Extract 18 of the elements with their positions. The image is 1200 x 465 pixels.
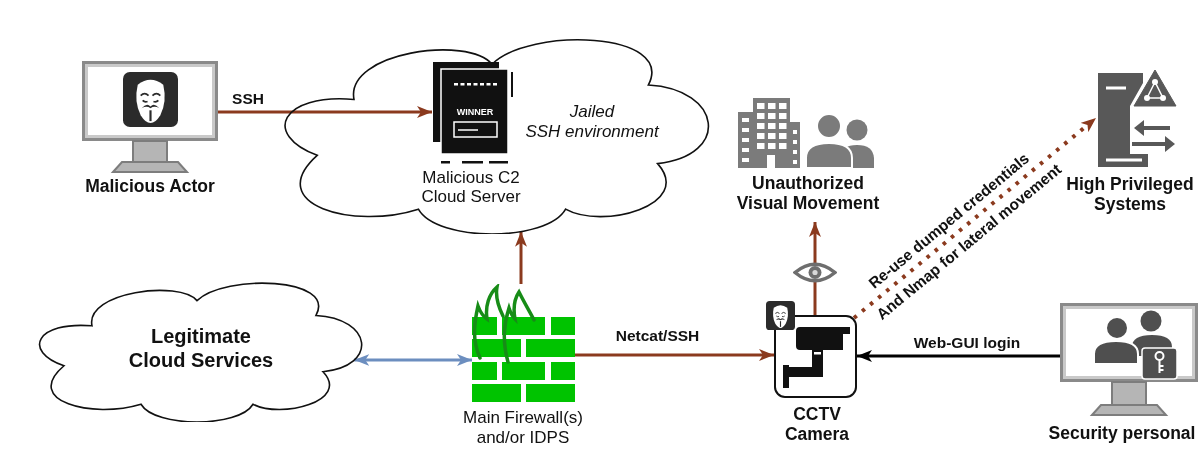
edge-label: Web-GUI login (911, 334, 1023, 352)
node-caption: Malicious Actor (85, 176, 215, 196)
arrow (515, 231, 527, 284)
node-caption: Main Firewall(s) and/or IDPS (463, 408, 583, 448)
arrow (809, 222, 821, 315)
server-tag-text: WINNER (456, 106, 494, 118)
node-caption: Unauthorized Visual Movement (736, 173, 880, 213)
node-caption: Jailed SSH environment (525, 102, 659, 141)
arrow (575, 349, 774, 361)
node-caption: Legitimate Cloud Services (128, 324, 274, 372)
node-caption: High Privileged Systems (1066, 174, 1194, 214)
arrow (218, 106, 432, 118)
double-arrow (354, 354, 472, 366)
node-caption: Security personal (1048, 423, 1196, 443)
node-caption: Malicious C2 Cloud Server (421, 169, 521, 206)
arrow (857, 350, 1060, 362)
node-caption: CCTV Camera (784, 405, 850, 444)
dotted-arrow (852, 116, 1098, 320)
